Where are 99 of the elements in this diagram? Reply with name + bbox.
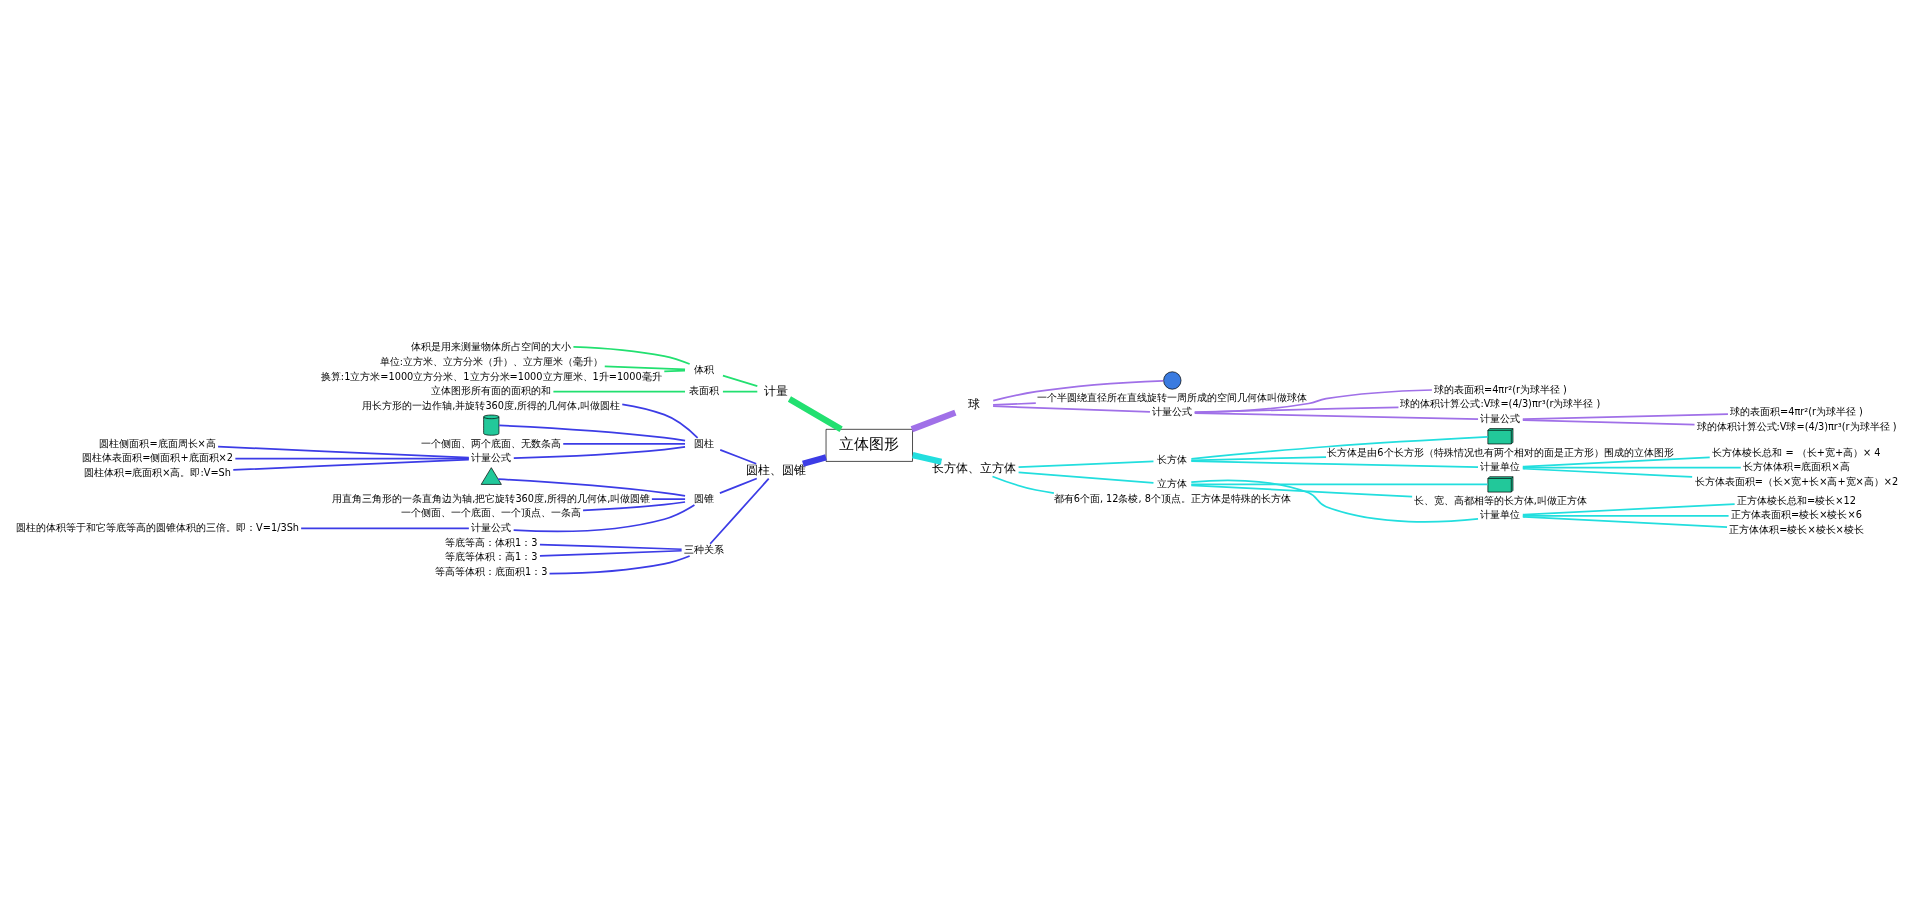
node-text: 体积是用来测量物体所占空间的大小 (411, 341, 572, 353)
node-text: 正方体体积=棱长×棱长×棱长 (1729, 524, 1864, 536)
node-text: 长方体棱长总和 = （长+宽+高）× 4 (1712, 446, 1881, 458)
node-box: 立体图形 (825, 428, 913, 462)
node-text: 计量公式 (1152, 406, 1193, 418)
node-text: 计量 (764, 383, 789, 398)
node-text: 等底等高：体积1：3 (445, 536, 538, 548)
node-text: 都有6个面, 12条棱, 8个顶点。正方体是特殊的长方体 (1053, 492, 1291, 504)
connector (498, 424, 686, 442)
node-text: 等底等体积：高1：3 (445, 551, 538, 563)
connector (992, 402, 1037, 406)
node-text: 体积 (693, 363, 714, 375)
connector (1017, 471, 1155, 484)
node-text: 球的表面积=4πr²(r为球半径 ) (1730, 406, 1863, 418)
connector (719, 477, 758, 494)
node-text: 计量单位 (1480, 509, 1521, 521)
node-text: 立方体 (1157, 477, 1188, 489)
node-circle (1163, 371, 1182, 390)
node-text: 长方体表面积=（长×宽+长×高+宽×高）×2 (1694, 475, 1899, 487)
connector (719, 449, 758, 465)
node-text: 长方体是由6个长方形（特殊情况也有两个相对的面是正方形）围成的立体图形 (1327, 446, 1674, 458)
connector (709, 477, 770, 545)
connector (991, 475, 1055, 494)
connector (802, 454, 827, 467)
node-text: 计量公式 (471, 452, 512, 464)
connector (539, 549, 683, 557)
connector (1521, 467, 1693, 478)
node-text: 计量公式 (471, 521, 512, 533)
node-text: 球的表面积=4πr²(r为球半径 ) (1433, 383, 1567, 395)
connector (562, 443, 686, 445)
node-text: 球的体积计算公式:V球=(4/3)πr³(r为球半径 ) (1696, 420, 1897, 432)
connector (722, 374, 759, 387)
node-text: 用长方形的一边作轴,并旋转360度,所得的几何体,叫做圆柱 (362, 399, 621, 411)
connector (217, 445, 470, 459)
node-text: 单位:立方米、立方分米（升）、立方厘米（毫升） (379, 355, 603, 367)
node-text: 三种关系 (683, 543, 724, 555)
connector (512, 504, 696, 533)
node-text: 长、宽、高都相等的长方体,叫做正方体 (1413, 494, 1587, 506)
connector (497, 478, 686, 497)
node-text: 圆柱侧面积=底面周长×高 (99, 437, 216, 449)
node-text: 圆柱 (693, 437, 714, 449)
node-text: 长方体体积=底面积×高 (1743, 461, 1850, 473)
connector (232, 458, 470, 471)
connector (1190, 479, 1479, 523)
connector (1193, 406, 1400, 413)
connector (722, 390, 759, 393)
node-text: 圆柱的体积等于和它等底等高的圆锥体积的三倍。即：V=1/3Sh (16, 521, 300, 533)
connector (787, 396, 843, 432)
node-text: 一个侧面、一个底面、一个顶点、一条高 (401, 507, 582, 519)
node-text: 立体图形所有面的面积的和 (431, 385, 552, 397)
node-text: 正方体棱长总和=棱长×12 (1737, 494, 1856, 506)
node-text: 圆柱体积=底面积×高。即:V=Sh (84, 466, 231, 478)
node-text: 换算:1立方米=1000立方分米、1立方分米=1000立方厘米、1升=1000毫升 (320, 370, 662, 382)
connector (910, 409, 957, 433)
node-text: 球的体积计算公式:V球=(4/3)πr³(r为球半径 ) (1400, 398, 1601, 410)
connector (300, 527, 470, 530)
connector (621, 403, 699, 439)
connector (1521, 514, 1730, 517)
connector (512, 446, 686, 459)
node-text: 正方体表面积=棱长×棱长×6 (1731, 509, 1862, 521)
node-text: 用直角三角形的一条直角边为轴,把它旋转360度,所得的几何体,叫做圆锥 (332, 492, 651, 504)
connector (1190, 483, 1489, 486)
connector (1193, 412, 1479, 420)
node-text: 球 (968, 397, 981, 412)
connector (1521, 516, 1728, 528)
connector (1521, 503, 1736, 516)
connector (1190, 460, 1479, 469)
node-text: 一个侧面、两个底面、无数条高 (421, 437, 562, 449)
connector (651, 498, 686, 500)
connector (1521, 413, 1729, 420)
node-text: 一个半圆绕直径所在直线旋转一周所成的空间几何体叫做球体 (1037, 391, 1308, 403)
connector (539, 543, 683, 551)
connector (234, 457, 470, 460)
connector (912, 452, 943, 465)
connector (992, 405, 1151, 413)
connector (1190, 456, 1327, 462)
connector (1193, 389, 1433, 414)
connector (1017, 460, 1155, 469)
connector (582, 501, 686, 512)
node-text: 等高等体积：底面积1：3 (435, 565, 548, 577)
connector (548, 555, 691, 575)
connector (552, 390, 686, 393)
node-text: 计量公式 (1480, 413, 1521, 425)
connector (572, 345, 691, 365)
connector (1521, 456, 1711, 468)
node-text: 表面积 (688, 385, 719, 397)
connector (1190, 484, 1413, 498)
node-text: 计量单位 (1480, 461, 1521, 473)
connector (603, 365, 686, 371)
node-text: 长方体 (1157, 454, 1188, 466)
connector (992, 379, 1165, 402)
connector (1190, 436, 1489, 460)
node-text: 圆柱体表面积=侧面积+底面积×2 (82, 452, 233, 464)
node-text: 圆柱、圆锥 (746, 463, 807, 478)
connector (1521, 466, 1742, 469)
node-cone (480, 467, 502, 485)
connector (663, 369, 686, 373)
connector (1521, 419, 1696, 426)
node-text: 圆锥 (693, 492, 714, 504)
